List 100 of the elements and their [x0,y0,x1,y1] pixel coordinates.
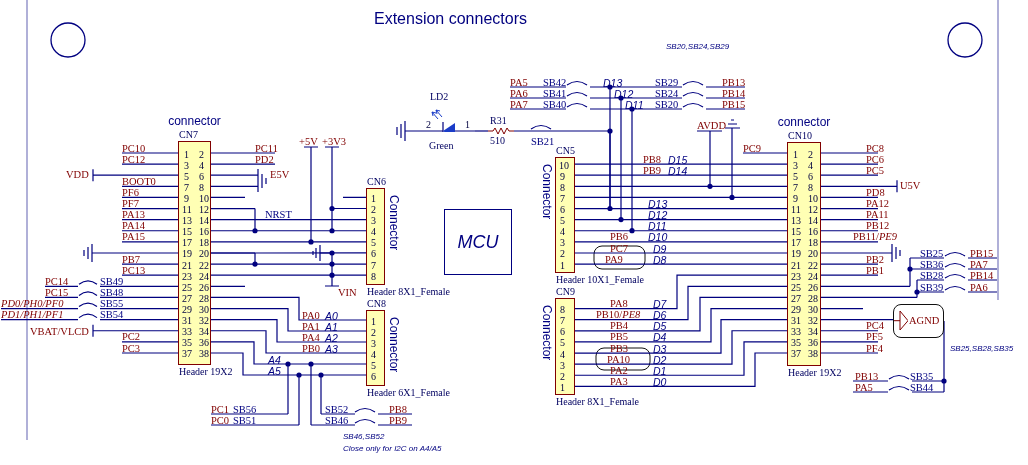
pin-number: 13 [182,215,192,227]
pin-number: 30 [199,304,209,316]
wire [210,230,367,232]
net-label: PB15 [970,247,994,259]
net-label: D12 [614,87,634,100]
net-label: PB4 [610,320,629,332]
pin-number: 15 [182,226,192,238]
net-label: AVDD [697,119,726,131]
pin-number: 34 [199,326,209,338]
note-text: Close only for I2C on A4/A5 [343,444,442,453]
pin-number: 31 [791,315,801,327]
pin-number: 3 [184,159,189,171]
net-label: PF6 [122,186,139,198]
part-caption: Header 8X1_Female [556,396,640,407]
pin-number: 8 [560,181,565,193]
net-label: PB9 [643,164,662,176]
net-label: A4 [268,353,281,366]
wire [210,352,367,376]
connector-id: CN10 [788,130,812,141]
connector-caption: Connector [540,164,553,220]
pin-number: 1 [560,259,565,271]
wire [820,319,894,321]
pin-number: 17 [791,237,801,249]
pin-number: 5 [184,170,189,182]
pin-number: 1 [184,148,189,160]
net-label: PB5 [610,331,629,343]
net-label: U5V [900,180,921,191]
net-label: A0 [325,309,338,322]
pin-number: 7 [793,181,798,193]
net-label: SB55 [100,298,124,309]
pin-number: 3 [371,215,376,227]
wire [574,285,788,321]
net-label: SB36 [920,258,944,270]
wire [574,352,788,387]
pin-number: 2 [808,148,813,160]
net-label: PB7 [122,253,141,265]
net-label: PB0 [302,342,321,354]
net-label: A1 [325,320,338,333]
net-label: PA0 [302,309,320,321]
pin-number: 35 [791,337,801,349]
net-label: PC5 [866,164,885,176]
pin-number: 22 [808,259,818,271]
pin-number: 20 [199,248,209,260]
net-label: PC10 [122,142,146,154]
pin-number: 8 [560,304,565,316]
net-label: PA7 [510,98,528,110]
net-label: PC12 [122,153,146,165]
net-label: D12 [648,209,668,222]
component-label: Green [429,140,454,151]
net-label: +5V [299,135,318,147]
net-label: PC8 [866,142,885,154]
net-label: VBAT/VLCD [30,325,89,337]
pin-number: 8 [371,270,376,282]
net-label: PF4 [866,342,883,354]
pin-number: 9 [184,192,189,204]
pin-number: 10 [559,159,569,171]
net-label: D1 [653,364,667,377]
net-label: PA5 [510,76,528,88]
wire [574,219,788,221]
net-label: SB52 [325,403,349,415]
net-label: PC9 [743,142,762,154]
net-label: SB24 [655,87,679,99]
wire [210,307,367,332]
net-label: D2 [653,353,667,366]
wire [574,163,788,165]
connector-caption: Connector [387,195,400,251]
net-label: PD8 [866,186,885,198]
net-label: PA13 [122,209,145,221]
pin-number: 5 [560,337,565,349]
pin-number: 36 [808,337,818,349]
net-label: D10 [648,231,668,244]
net-label: PC2 [122,331,141,343]
net-label: PB6 [610,231,629,243]
pin-number: 16 [808,226,818,238]
pin-number: 37 [182,348,192,360]
net-label: PA11 [866,209,889,221]
highlight-box: AGND [893,304,944,338]
pin-number: 19 [791,248,801,260]
pin-number: 5 [371,237,376,249]
pin-number: 27 [182,292,192,304]
net-label: PB8 [643,153,662,165]
net-label: PF7 [122,198,139,209]
wire [574,296,788,332]
pin-number: 10 [808,192,818,204]
pin-number: 24 [199,270,209,282]
part-caption: Header 8X1_Female [367,286,451,297]
pin-number: 29 [182,304,192,316]
pin-number: 6 [808,170,813,182]
net-label: PB14 [970,269,994,281]
pin-number: 6 [371,248,376,260]
wire [574,241,788,243]
wire [210,274,367,276]
net-label: SB54 [100,309,124,321]
net-label: PA9 [605,253,623,265]
component-label: 510 [490,135,505,146]
pin-number: 29 [791,304,801,316]
net-label: D15 [668,153,688,166]
pin-number: 7 [560,192,565,204]
net-label: SB29 [655,76,679,88]
net-label: D6 [653,309,667,322]
